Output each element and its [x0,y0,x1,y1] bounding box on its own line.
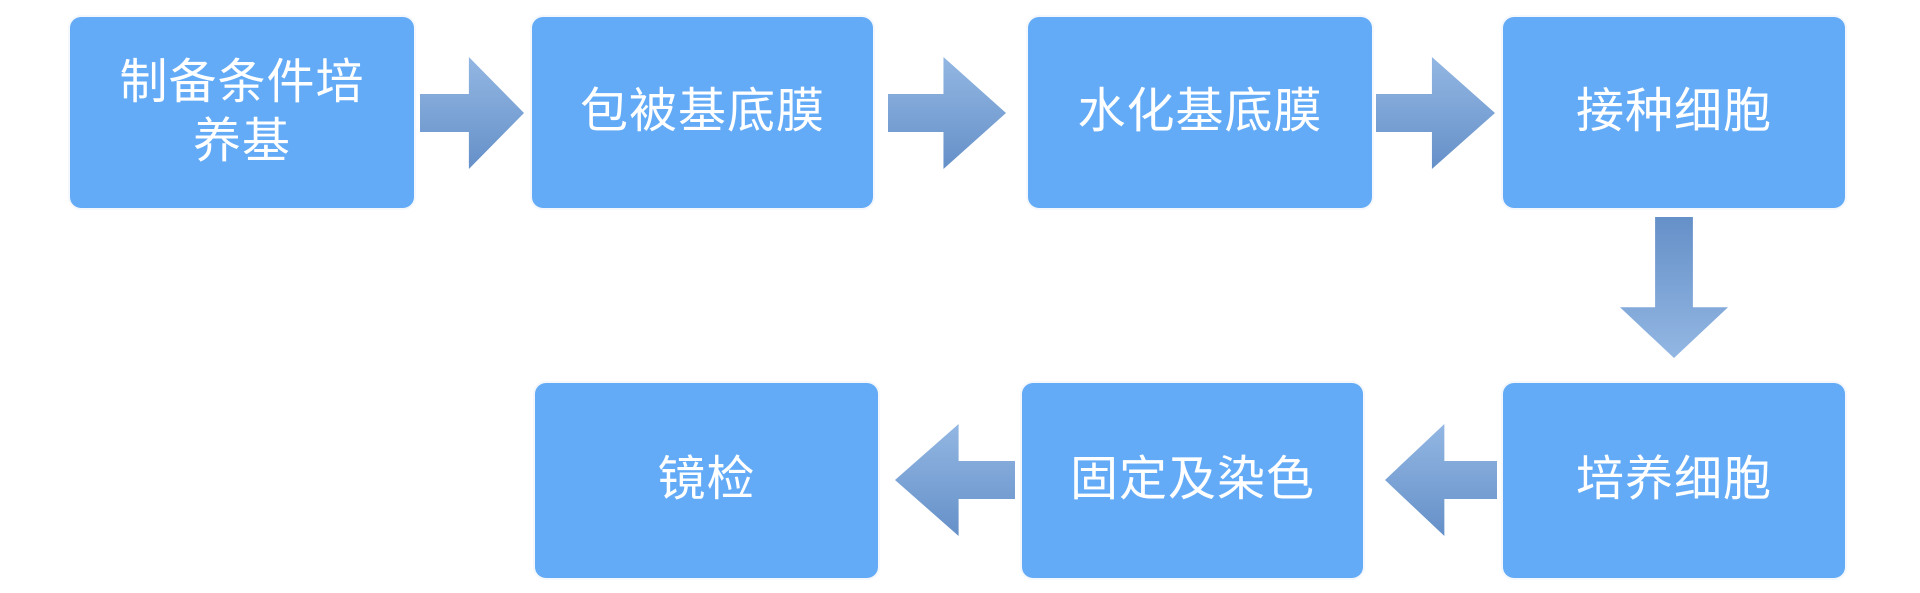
step-prepare-conditioned-medium: 制备条件培 养基 [70,17,414,208]
step-microscopy: 镜检 [535,383,878,578]
step-seed-cells: 接种细胞 [1503,17,1845,208]
step-coat-basement-membrane: 包被基底膜 [532,17,873,208]
arrow-down-step4-to-step5 [1620,217,1728,358]
step-label: 制备条件培 养基 [119,55,365,168]
step-hydrate-basement-membrane: 水化基底膜 [1028,17,1372,208]
step-fix-and-stain: 固定及染色 [1022,383,1363,578]
arrow-right-step1-to-step2 [420,57,524,169]
arrow-left-step5-to-step6 [1385,424,1497,536]
arrow-right-step3-to-step4 [1376,57,1495,169]
step-label: 水化基底膜 [1077,85,1323,139]
step-label: 接种细胞 [1575,85,1772,139]
step-label: 镜检 [657,453,756,507]
arrow-left-step6-to-step7 [895,424,1015,536]
arrow-right-step2-to-step3 [888,57,1006,169]
step-label: 包被基底膜 [579,85,825,139]
step-label: 培养细胞 [1575,453,1772,507]
step-culture-cells: 培养细胞 [1503,383,1845,578]
step-label: 固定及染色 [1069,453,1315,507]
